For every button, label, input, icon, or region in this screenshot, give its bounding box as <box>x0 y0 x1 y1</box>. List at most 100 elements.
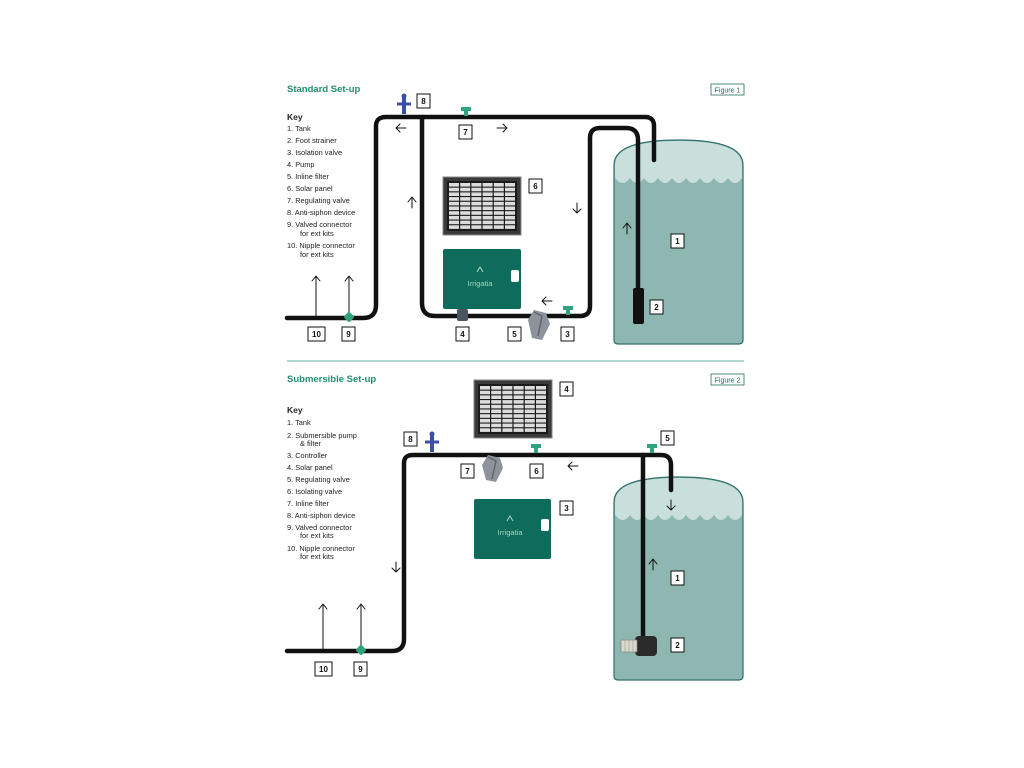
solar-cell <box>449 211 459 215</box>
solar-cell <box>505 211 515 215</box>
solar-cell <box>471 183 482 187</box>
controller-icon: Irrigatia <box>474 499 551 559</box>
solar-cell <box>482 215 493 220</box>
svg-text:8: 8 <box>408 435 413 444</box>
solar-cell <box>505 183 515 187</box>
standard-key-item: 9. Valved connector <box>287 220 352 229</box>
solar-cell <box>536 386 546 390</box>
solar-cell <box>493 192 504 196</box>
solar-cell <box>536 418 546 423</box>
solar-cell <box>505 225 515 229</box>
solar-cell <box>482 206 493 211</box>
solar-cell <box>482 192 493 196</box>
solar-cell <box>449 183 459 187</box>
callout-1: 1 <box>670 233 685 249</box>
solar-cell <box>493 206 504 211</box>
submersible-flow-arrows <box>391 461 676 573</box>
figure-2-text: Figure 2 <box>715 378 741 385</box>
submersible-key-item: for ext kits <box>300 531 334 540</box>
svg-text:1: 1 <box>675 237 680 246</box>
callout-7: 7 <box>460 463 475 479</box>
inline-filter-icon <box>482 455 503 482</box>
solar-cell <box>460 206 471 211</box>
nipple-connector-riser <box>318 603 328 651</box>
svg-text:10: 10 <box>312 330 321 339</box>
solar-cell <box>491 423 502 428</box>
solar-cell <box>449 206 459 211</box>
solar-cell <box>482 211 493 215</box>
standard-key-item: 5. Inline filter <box>287 172 329 181</box>
solar-cell <box>513 423 524 428</box>
solar-cell <box>449 192 459 196</box>
svg-text:4: 4 <box>460 330 465 339</box>
submersible-callouts: 1 2 3 4 5 6 7 8 9 10 <box>314 381 685 677</box>
submersible-key-item: 7. Inline filter <box>287 499 329 508</box>
standard-key-item: 7. Regulating valve <box>287 196 350 205</box>
svg-text:9: 9 <box>358 665 363 674</box>
controller-brand: Irrigatia <box>497 528 523 537</box>
submersible-key-item: 8. Anti-siphon device <box>287 511 355 520</box>
solar-cell <box>491 400 502 404</box>
solar-cell <box>493 215 504 220</box>
solar-cell <box>536 428 546 432</box>
standard-key-item: for ext kits <box>300 250 334 259</box>
solar-cell <box>460 215 471 220</box>
solar-cell <box>460 183 471 187</box>
submersible-key-item: 1. Tank <box>287 418 311 427</box>
solar-cell <box>480 390 490 395</box>
solar-panel-icon <box>473 379 553 439</box>
solar-cell <box>524 428 535 432</box>
figure-1-text: Figure 1 <box>715 88 741 95</box>
solar-cell <box>449 187 459 192</box>
anti-siphon-device-icon <box>425 431 439 452</box>
solar-cell <box>471 206 482 211</box>
solar-cell <box>480 395 490 399</box>
solar-cell <box>502 418 513 423</box>
isolating-valve-icon <box>531 444 541 453</box>
regulating-valve-icon <box>647 444 657 453</box>
solar-cell <box>536 400 546 404</box>
figure-1-label: Figure 1 <box>710 83 745 96</box>
svg-text:5: 5 <box>665 434 670 443</box>
solar-cell <box>491 428 502 432</box>
solar-cell <box>513 390 524 395</box>
svg-text:6: 6 <box>534 467 539 476</box>
standard-key-item: 10. Nipple connector <box>287 241 355 250</box>
solar-cell <box>493 201 504 206</box>
valved-connector-riser <box>356 603 366 655</box>
callout-3: 3 <box>560 326 575 342</box>
solar-cell <box>536 390 546 395</box>
solar-cell <box>482 183 493 187</box>
callout-9: 9 <box>341 326 356 342</box>
solar-cell <box>502 404 513 409</box>
solar-cell <box>524 404 535 409</box>
svg-text:1: 1 <box>675 574 680 583</box>
svg-text:7: 7 <box>463 128 468 137</box>
controller-brand: Irrigatia <box>467 279 493 288</box>
submersible-key-item: 6. Isolating valve <box>287 487 342 496</box>
solar-cell <box>482 225 493 229</box>
solar-cell <box>491 390 502 395</box>
solar-cell <box>493 220 504 225</box>
standard-key-item: 6. Solar panel <box>287 184 333 193</box>
solar-cell <box>513 395 524 399</box>
svg-text:8: 8 <box>421 97 426 106</box>
solar-cell <box>524 400 535 404</box>
solar-cell <box>524 386 535 390</box>
solar-cell <box>513 400 524 404</box>
callout-4: 4 <box>559 381 574 397</box>
solar-cell <box>482 201 493 206</box>
standard-flow-arrows <box>395 123 632 306</box>
solar-cell <box>491 395 502 399</box>
callout-4: 4 <box>455 326 470 342</box>
solar-cell <box>502 428 513 432</box>
standard-setup-title: Standard Set-up <box>287 84 361 95</box>
solar-cell <box>460 201 471 206</box>
solar-cell <box>460 211 471 215</box>
svg-text:5: 5 <box>512 330 517 339</box>
solar-cell <box>471 192 482 196</box>
callout-6: 6 <box>528 178 543 194</box>
solar-cell <box>480 404 490 409</box>
solar-cell <box>536 404 546 409</box>
